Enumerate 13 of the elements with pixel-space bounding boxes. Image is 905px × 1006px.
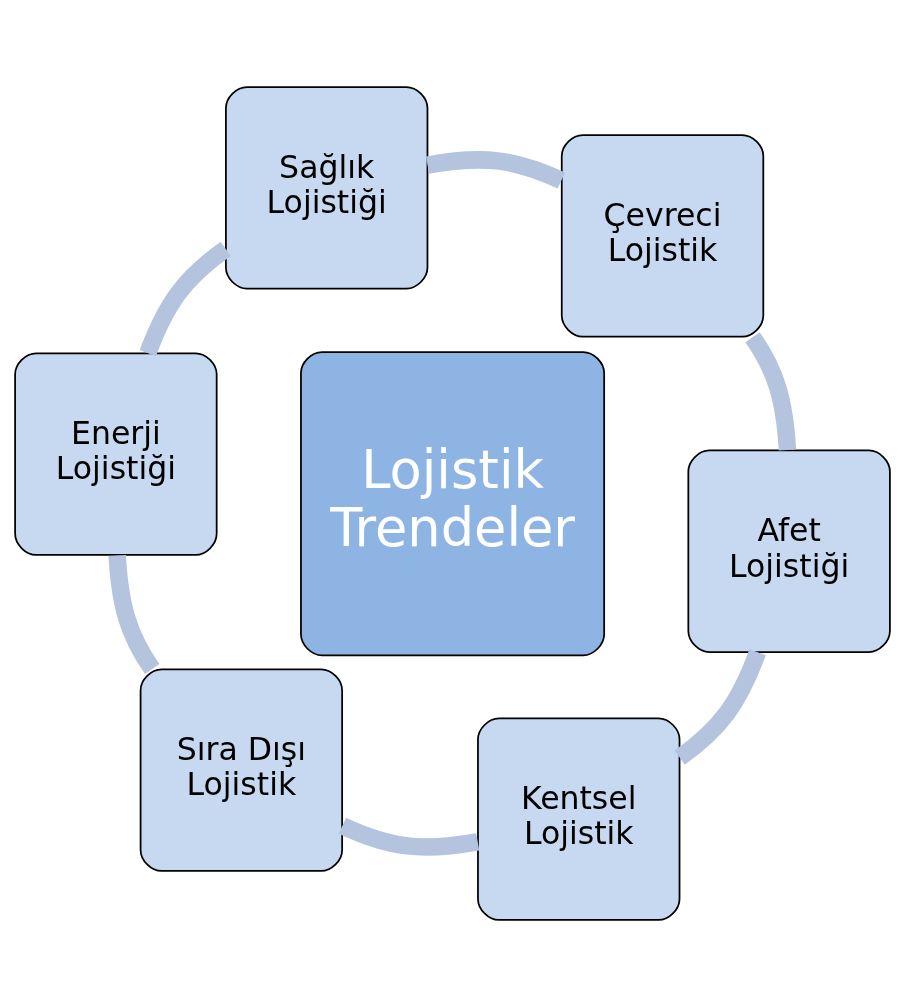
node-box: Sağlık Lojistiği	[225, 85, 429, 289]
node-box: Kentsel Lojistik	[477, 717, 681, 921]
connector	[745, 331, 797, 451]
connector	[674, 648, 766, 765]
connector	[338, 817, 480, 856]
node-box: Lojistik Trendeler	[300, 350, 606, 656]
node-box: Enerji Lojistiği	[14, 351, 218, 556]
connector	[426, 150, 565, 188]
node-box: Afet Lojistiği	[687, 449, 891, 653]
connector	[108, 554, 160, 674]
node-box: Çevreci Lojistik	[560, 133, 765, 337]
node-box: Sıra Dışı Lojistik	[139, 668, 344, 872]
connector	[139, 241, 231, 356]
